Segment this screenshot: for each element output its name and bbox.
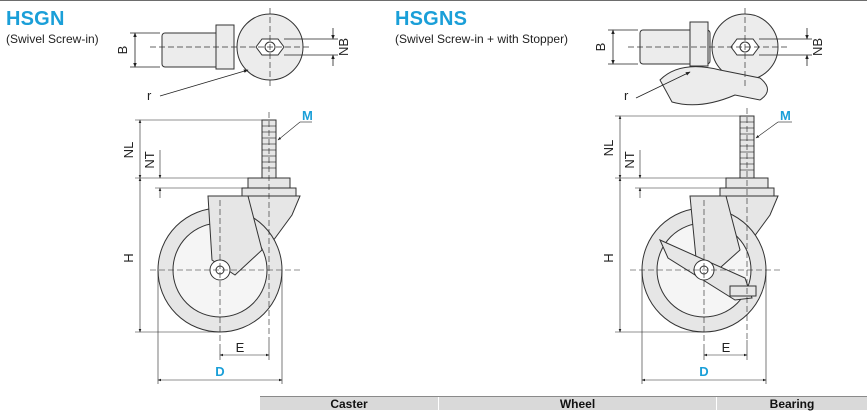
dim-b-label: B bbox=[115, 46, 130, 55]
dim-r-label: r bbox=[624, 88, 629, 103]
hsgns-top-view bbox=[628, 8, 790, 106]
spec-table-header: Caster Wheel Bearing bbox=[260, 396, 867, 411]
dim-r-label: r bbox=[147, 88, 152, 103]
technical-drawing: B NB r bbox=[115, 8, 825, 384]
hsgns-drawing: B NB r bbox=[593, 8, 825, 384]
dim-d-label: D bbox=[215, 364, 224, 379]
hsgn-top-view bbox=[150, 8, 310, 86]
variant-code: HSGN bbox=[6, 8, 65, 30]
dim-nl-label: NL bbox=[601, 140, 616, 157]
variant-subtitle-hsgn: (Swivel Screw-in) bbox=[6, 32, 99, 46]
hsgns-side-view bbox=[641, 115, 779, 333]
dim-nt-label: NT bbox=[142, 151, 157, 168]
hsgn-drawing: B NB r bbox=[115, 8, 351, 384]
dim-e-label: E bbox=[722, 340, 731, 355]
dim-nt-label: NT bbox=[622, 151, 637, 168]
variant-subtitle-hsgns: (Swivel Screw-in + with Stopper) bbox=[395, 32, 569, 46]
dim-e-label: E bbox=[236, 340, 245, 355]
dim-h-label: H bbox=[601, 253, 616, 262]
variant-code: HSGNS bbox=[395, 8, 468, 30]
dim-d-label: D bbox=[699, 364, 708, 379]
table-header-bearing: Bearing bbox=[769, 397, 815, 411]
dim-nb-label: NB bbox=[810, 38, 825, 56]
variant-title-hsgn: HSGN bbox=[6, 8, 65, 31]
dim-b-label: B bbox=[593, 43, 608, 52]
dim-m-label: M bbox=[302, 108, 313, 123]
dim-nb-label: NB bbox=[336, 38, 351, 56]
dim-nl-label: NL bbox=[121, 142, 136, 159]
variant-title-hsgns: HSGNS bbox=[395, 8, 467, 31]
table-header-caster: Caster bbox=[260, 397, 439, 411]
table-header-wheel: Wheel bbox=[439, 397, 717, 411]
hsgn-side-view bbox=[157, 119, 301, 333]
top-border bbox=[0, 0, 867, 1]
dim-m-label: M bbox=[780, 108, 791, 123]
dim-h-label: H bbox=[121, 253, 136, 262]
